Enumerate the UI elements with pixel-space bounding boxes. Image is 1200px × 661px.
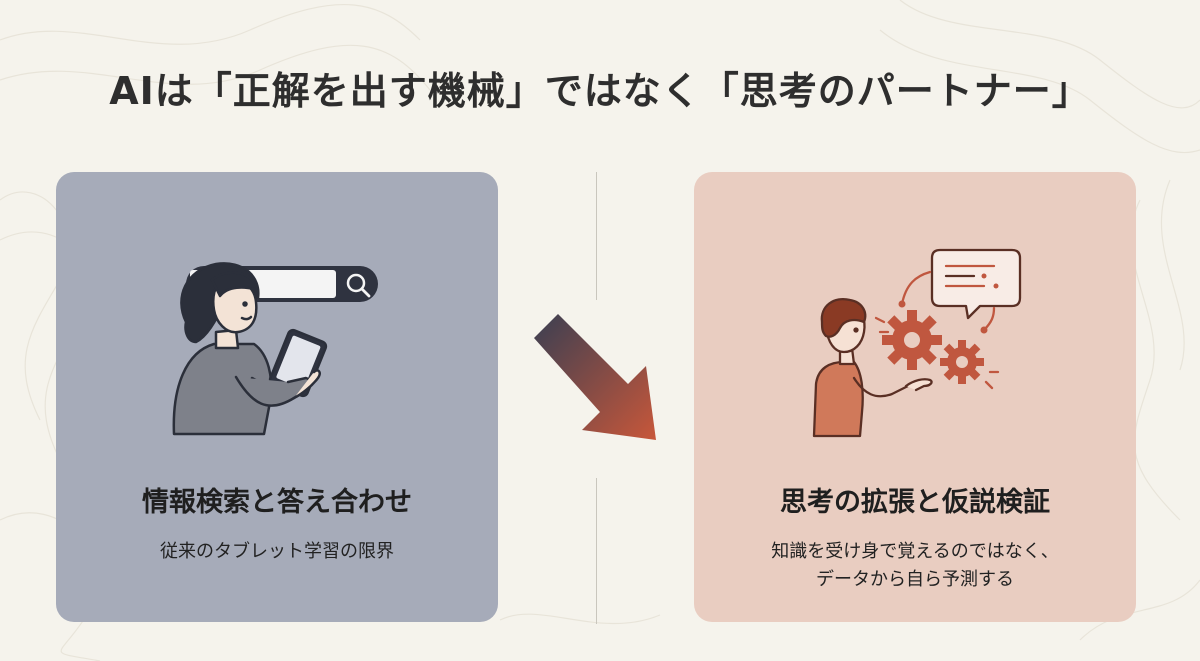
card-subtitle-line: データから自ら予測する [816, 569, 1014, 590]
person-with-tablet-illustration [172, 262, 378, 436]
divider-line [596, 478, 597, 624]
arrow-down-right-icon [534, 314, 656, 440]
card-subtitle: 従来のタブレット学習の限界 [56, 538, 498, 566]
gear-icon [882, 310, 942, 370]
speech-bubble-icon [930, 248, 1022, 320]
person-icon [812, 297, 933, 438]
page-title: AIは「正解を出す機械」ではなく「思考のパートナー」 [109, 69, 1091, 113]
gear-icon [940, 340, 984, 384]
card-subtitle-line: 知識を受け身で覚えるのではなく、 [771, 541, 1059, 562]
person-icon [172, 262, 292, 436]
card-thinking-partner: 思考の拡張と仮説検証 知識を受け身で覚えるのではなく、 データから自ら予測する [694, 172, 1136, 622]
card-heading: 情報検索と答え合わせ [142, 487, 412, 518]
card-information-search: 情報検索と答え合わせ 従来のタブレット学習の限界 [56, 172, 498, 622]
card-heading: 思考の拡張と仮説検証 [780, 487, 1050, 518]
divider-line [596, 172, 597, 300]
card-subtitle: 知識を受け身で覚えるのではなく、 データから自ら予測する [694, 538, 1136, 594]
person-with-gears-illustration [812, 248, 1022, 438]
card-subtitle-line: 従来のタブレット学習の限界 [160, 541, 394, 562]
